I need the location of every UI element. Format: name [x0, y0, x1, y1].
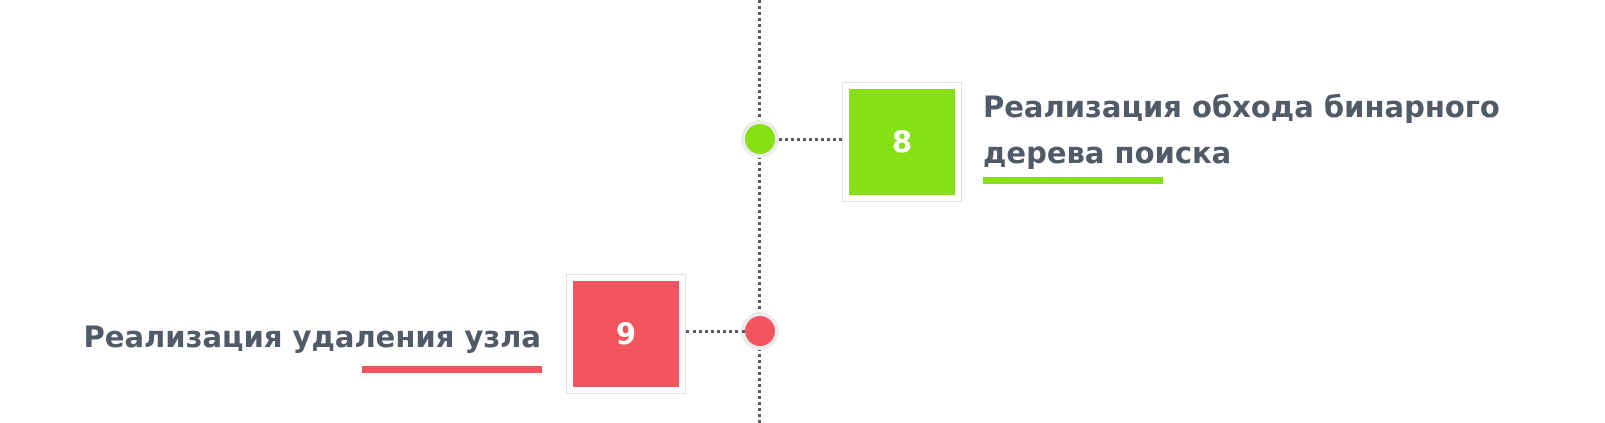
underline-9 — [362, 366, 542, 373]
connector-8 — [779, 138, 842, 141]
timeline-node-8 — [745, 124, 775, 154]
step-title-8-line-2: дерева поиска — [983, 136, 1232, 170]
timeline-axis — [758, 0, 761, 423]
step-card-9: 9 — [566, 274, 686, 394]
step-number-9: 9 — [573, 281, 679, 387]
step-title-8: Реализация обхода бинарного дерева поиск… — [983, 84, 1500, 176]
underline-8 — [983, 177, 1163, 184]
step-number-8: 8 — [849, 89, 955, 195]
step-title-9: Реализация удаления узла — [84, 314, 541, 360]
connector-9 — [686, 330, 745, 333]
timeline-node-9 — [745, 316, 775, 346]
step-title-9-line-1: Реализация удаления узла — [83, 320, 541, 354]
step-title-8-line-1: Реализация обхода бинарного — [983, 90, 1500, 124]
step-card-8: 8 — [842, 82, 962, 202]
